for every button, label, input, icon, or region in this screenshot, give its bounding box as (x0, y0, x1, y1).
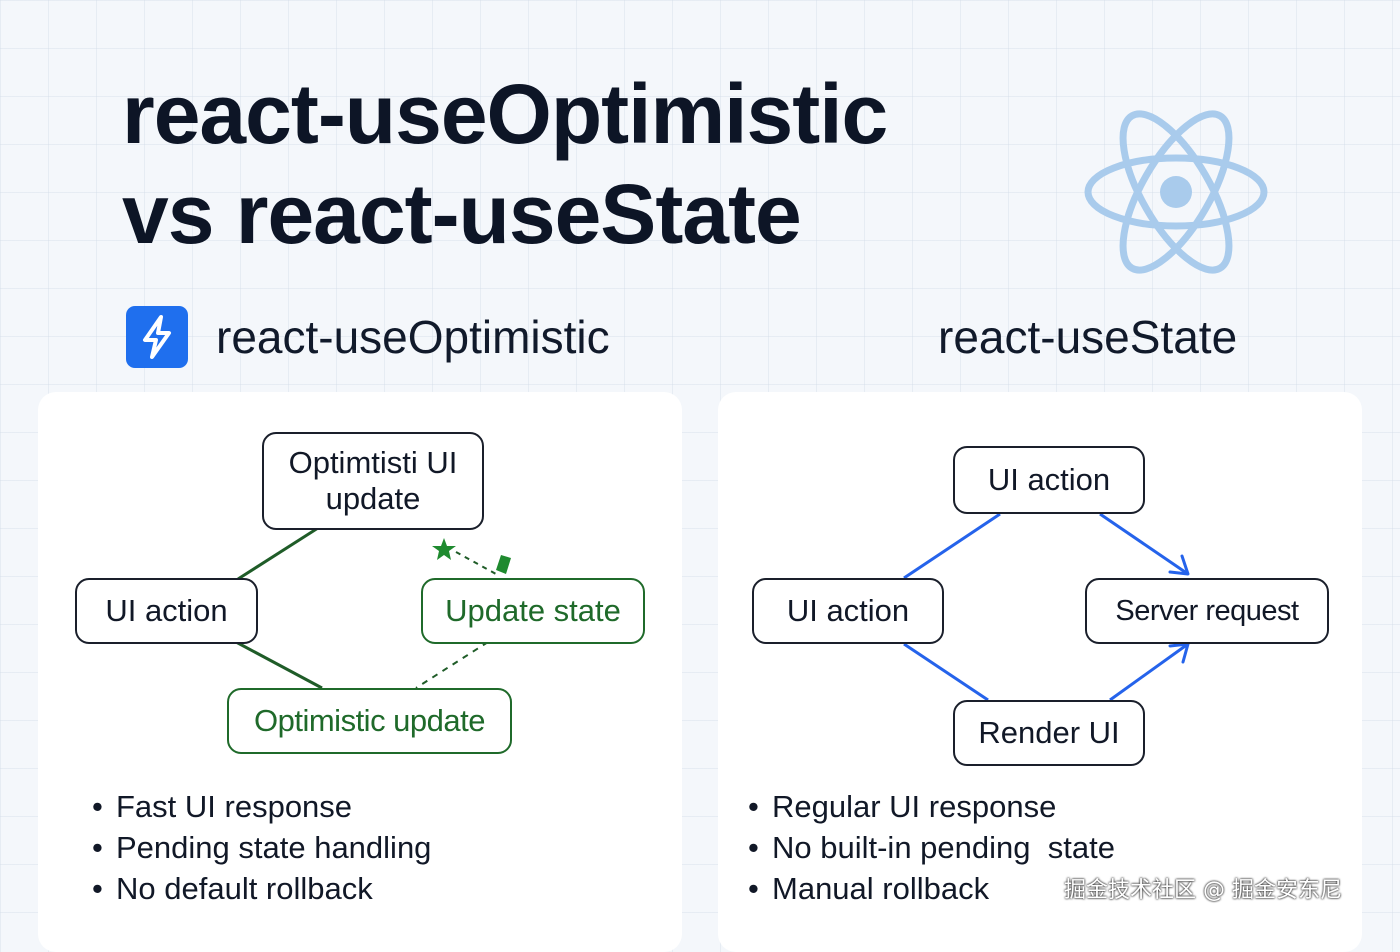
node-optimistic-update: Optimistic update (227, 688, 512, 754)
list-item: Fast UI response (92, 786, 431, 827)
optimistic-flow-links (235, 526, 511, 690)
node-ui-action-label: UI action (105, 593, 228, 628)
node-update-state-label: Update state (445, 593, 621, 628)
react-atom-icon (1084, 110, 1268, 274)
node-render-ui-label: Render UI (978, 715, 1120, 750)
node-server-request-label: Server request (1115, 595, 1299, 627)
node-ui-action-left: UI action (752, 578, 944, 644)
title-line-2: vs react-useState (122, 167, 802, 261)
arrowhead-icon (1168, 554, 1190, 576)
optimistic-bullet-list: Fast UI response Pending state handling … (92, 786, 431, 909)
optimistic-heading-label: react-useOptimistic (216, 311, 610, 363)
node-update-state: Update state (421, 578, 645, 644)
node-ui-action-top-label: UI action (987, 462, 1111, 497)
node-optimistic-ui-update: Optimtisti UI update (262, 432, 484, 530)
node-server-request: Server request (1085, 578, 1329, 644)
link-update-state-to-optimistic-update (415, 641, 489, 689)
optimistic-heading: react-useOptimistic (126, 306, 610, 368)
node-optimistic-update-label: Optimistic update (254, 703, 486, 738)
link-uiaction-to-optimistic-update (235, 640, 323, 690)
usestate-heading: react-useState (938, 306, 1237, 368)
node-render-ui: Render UI (953, 700, 1145, 766)
link-uiupdate-to-update-state (455, 551, 497, 575)
node-ui-action-left-label: UI action (786, 593, 910, 628)
list-item: Manual rollback (748, 868, 1115, 909)
green-arrowhead-icon (496, 555, 511, 574)
watermark: 掘金技术社区 @ 掘金安东尼 (1064, 878, 1342, 903)
page-title: react-useOptimistic vs react-useState (122, 64, 888, 264)
list-item: No default rollback (92, 868, 431, 909)
node-ui-action-top: UI action (953, 446, 1145, 514)
title-line-1: react-useOptimistic (122, 67, 888, 161)
link-uiaction-to-uiupdate (237, 526, 319, 581)
node-ui-action: UI action (75, 578, 258, 644)
usestate-flow-links (903, 512, 1190, 702)
link-top-uiaction-to-left-uiaction (903, 512, 1001, 580)
list-item: No built-in pending state (748, 827, 1115, 868)
lightning-bolt-icon (126, 306, 188, 368)
usestate-panel: UI action UI action Server request Rende… (718, 392, 1362, 952)
arrowhead-icon (1168, 642, 1190, 664)
node-optimistic-ui-update-label: Optimtisti UI update (288, 445, 458, 516)
optimistic-panel: Optimtisti UI update UI action Update st… (38, 392, 682, 952)
usestate-bullet-list: Regular UI response No built-in pending … (748, 786, 1115, 909)
link-render-ui-to-server-request (1109, 642, 1189, 702)
link-left-uiaction-to-render-ui (903, 642, 989, 702)
list-item: Pending state handling (92, 827, 431, 868)
green-star-icon (432, 538, 456, 560)
list-item: Regular UI response (748, 786, 1115, 827)
usestate-heading-label: react-useState (938, 311, 1238, 363)
link-top-uiaction-to-server-request (1099, 512, 1189, 576)
